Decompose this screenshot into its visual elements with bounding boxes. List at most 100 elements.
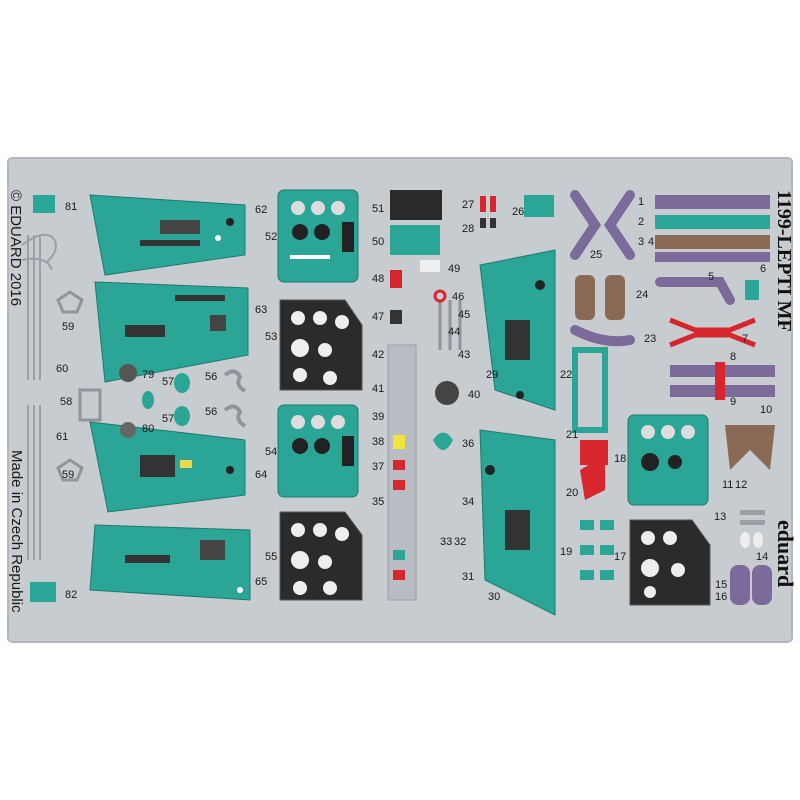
label-15: 15 xyxy=(715,579,727,591)
label-58: 58 xyxy=(60,396,72,408)
small-parts-left xyxy=(30,195,247,602)
label-34: 34 xyxy=(462,496,474,508)
label-9: 9 xyxy=(730,396,736,408)
label-55: 55 xyxy=(265,551,277,563)
copyright-text: © EDUARD 2016 xyxy=(7,190,24,306)
label-23: 23 xyxy=(644,333,656,345)
part-22 xyxy=(572,347,608,433)
part-40 xyxy=(435,381,459,405)
parts-13-16 xyxy=(730,510,772,605)
label-21: 21 xyxy=(566,429,578,441)
label-57a: 57 xyxy=(162,376,174,388)
label-32: 32 xyxy=(454,536,466,548)
belts-24-23 xyxy=(570,275,635,347)
set-code-text: 1199-LEPTI MF xyxy=(773,190,795,332)
label-42: 42 xyxy=(372,349,384,361)
label-60: 60 xyxy=(56,363,68,375)
brand-logo-text: eduard xyxy=(773,520,798,587)
label-63: 63 xyxy=(255,304,267,316)
label-11: 11 xyxy=(722,479,733,491)
label-33: 33 xyxy=(440,536,452,548)
panel-30 xyxy=(479,429,556,616)
label-56b: 56 xyxy=(205,406,217,418)
part-21-20 xyxy=(580,440,608,500)
label-2: 2 xyxy=(638,216,644,228)
label-24: 24 xyxy=(636,289,648,301)
label-25: 25 xyxy=(590,249,602,261)
label-12: 12 xyxy=(735,479,747,491)
panel-64 xyxy=(89,421,246,513)
belts-1-4 xyxy=(655,195,770,262)
panel-51-50 xyxy=(390,190,442,272)
label-22: 22 xyxy=(560,369,572,381)
label-65: 65 xyxy=(255,576,267,588)
panel-55 xyxy=(279,511,363,601)
rod-parts xyxy=(433,289,462,350)
label-36: 36 xyxy=(462,438,474,450)
label-6: 6 xyxy=(760,263,766,275)
label-46: 46 xyxy=(452,291,464,303)
label-28: 28 xyxy=(462,223,474,235)
made-in-text: Made in Czech Republic xyxy=(8,450,25,613)
label-41: 41 xyxy=(372,383,384,395)
label-54: 54 xyxy=(265,446,277,458)
label-56a: 56 xyxy=(205,371,217,383)
label-29: 29 xyxy=(486,369,498,381)
panel-63 xyxy=(94,281,249,383)
label-30: 30 xyxy=(488,591,500,603)
part-36 xyxy=(433,432,453,450)
label-31: 31 xyxy=(462,571,474,583)
part-25-belt xyxy=(570,190,635,260)
label-81: 81 xyxy=(65,201,77,213)
left-rails xyxy=(21,233,57,560)
label-14: 14 xyxy=(756,551,768,563)
part-27-28 xyxy=(480,196,496,228)
part-11-12 xyxy=(725,425,775,470)
label-48: 48 xyxy=(372,273,384,285)
label-50: 50 xyxy=(372,236,384,248)
label-61: 61 xyxy=(56,431,68,443)
panel-53 xyxy=(279,299,363,391)
label-51: 51 xyxy=(372,203,384,215)
label-13: 13 xyxy=(714,511,726,523)
label-27: 27 xyxy=(462,199,474,211)
label-7: 7 xyxy=(742,333,748,345)
label-79: 79 xyxy=(142,369,154,381)
label-64: 64 xyxy=(255,469,267,481)
label-39: 39 xyxy=(372,411,384,423)
panel-18 xyxy=(627,414,709,506)
panel-29 xyxy=(479,249,556,411)
label-57b: 57 xyxy=(162,413,174,425)
label-16: 16 xyxy=(715,591,727,603)
panel-52 xyxy=(277,189,359,283)
part-26 xyxy=(524,195,554,217)
label-45: 45 xyxy=(458,309,470,321)
part-6 xyxy=(745,280,759,300)
label-18: 18 xyxy=(614,453,626,465)
label-19: 19 xyxy=(560,546,572,558)
label-52: 52 xyxy=(265,231,277,243)
part-labels: 62 52 63 53 64 54 65 55 81 82 59 59 60 5… xyxy=(56,196,772,603)
label-35: 35 xyxy=(372,496,384,508)
label-43: 43 xyxy=(458,349,470,361)
belts-8-9 xyxy=(670,362,775,400)
label-26: 26 xyxy=(512,206,524,218)
label-44: 44 xyxy=(448,326,460,338)
label-59b: 59 xyxy=(62,469,74,481)
label-20: 20 xyxy=(566,487,578,499)
label-53: 53 xyxy=(265,331,277,343)
clips-19-17 xyxy=(580,520,614,580)
panel-54 xyxy=(277,404,359,498)
panel-62 xyxy=(89,194,246,276)
label-82: 82 xyxy=(65,589,77,601)
label-5: 5 xyxy=(708,271,714,283)
part-7-harness xyxy=(669,317,756,348)
panel-17 xyxy=(629,519,711,606)
label-17: 17 xyxy=(614,551,626,563)
label-3: 3 xyxy=(638,236,644,248)
label-47: 47 xyxy=(372,311,384,323)
label-4: 4 xyxy=(648,236,654,248)
label-37: 37 xyxy=(372,461,384,473)
panel-65 xyxy=(89,524,251,601)
